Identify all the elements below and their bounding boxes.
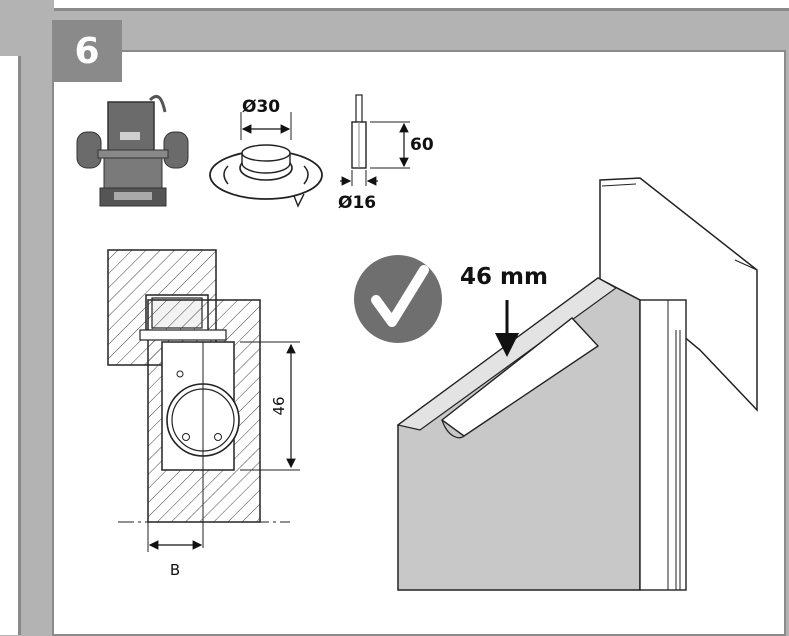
cutter-length-label: 60	[410, 135, 434, 155]
left-panel-edge	[0, 56, 21, 635]
template-guide-icon	[209, 112, 323, 208]
router-icon	[76, 95, 189, 207]
section-height-label: 46	[270, 396, 288, 415]
top-panel-edge	[54, 0, 789, 11]
checkmark-icon	[354, 255, 442, 343]
cutter-diameter-label: Ø16	[338, 193, 376, 213]
template-diameter-label: Ø30	[242, 97, 280, 117]
door-illustration	[396, 177, 758, 591]
depth-46mm-label: 46 mm	[460, 264, 548, 290]
offset-b-label: B	[170, 561, 180, 579]
router-bit-icon	[340, 94, 410, 186]
hinge-cross-section	[107, 249, 300, 552]
step-number-badge: 6	[52, 20, 122, 82]
